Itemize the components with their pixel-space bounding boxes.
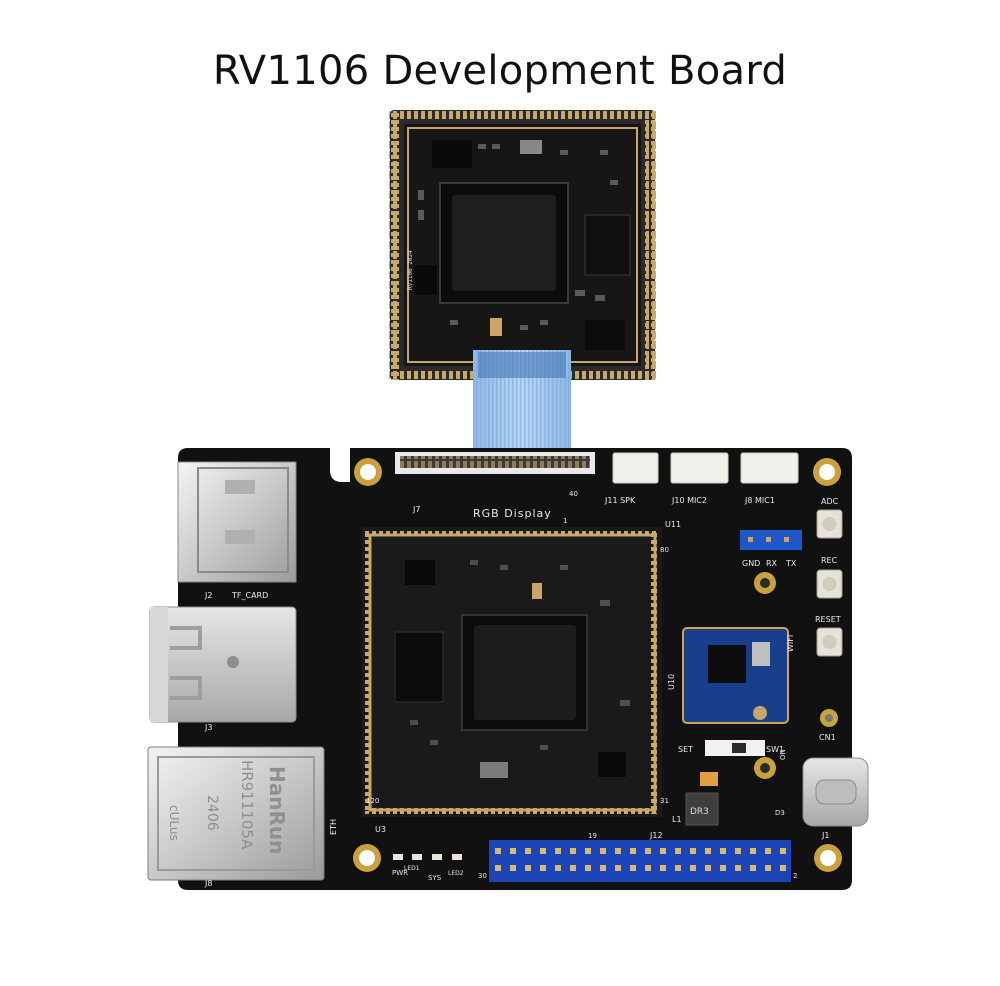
page-title: RV1106 Development Board bbox=[212, 48, 788, 94]
gpio-pin-header bbox=[495, 848, 786, 871]
gpio-pin bbox=[690, 848, 696, 854]
uart-gnd-label: GND bbox=[742, 559, 760, 568]
pwr-led-label: PWR bbox=[392, 869, 408, 877]
gpio-pin bbox=[630, 865, 636, 871]
rj45-brand: HanRun bbox=[265, 766, 289, 854]
gpio-pin bbox=[495, 848, 501, 854]
gpio-pin bbox=[675, 848, 681, 854]
u10-label: U10 bbox=[667, 674, 676, 690]
gpio-pin bbox=[555, 848, 561, 854]
pin-40-label: 40 bbox=[569, 490, 578, 498]
uart-rx-label: RX bbox=[766, 559, 778, 568]
gpio-pin bbox=[585, 865, 591, 871]
gpio-pin bbox=[630, 848, 636, 854]
gpio-pin bbox=[555, 865, 561, 871]
j3-label: J3 bbox=[204, 723, 212, 732]
core-module: RV1106 2024 bbox=[389, 109, 656, 381]
pin-2-label: 2 bbox=[793, 872, 797, 880]
gpio-pin bbox=[570, 848, 576, 854]
dr3-label: DR3 bbox=[690, 807, 709, 817]
gpio-pin bbox=[750, 848, 756, 854]
gpio-pin bbox=[645, 848, 651, 854]
sys-led-label: SYS bbox=[428, 874, 442, 882]
rj45-model: HR911105A bbox=[238, 760, 256, 850]
gpio-pin bbox=[735, 848, 741, 854]
d3-label: D3 bbox=[775, 809, 785, 817]
set-label: SET bbox=[678, 745, 693, 754]
pin-30-label: 30 bbox=[478, 872, 487, 880]
gpio-pin bbox=[660, 848, 666, 854]
pin-31-label: 31 bbox=[660, 797, 669, 805]
rgb-display-label: RGB Display bbox=[473, 507, 552, 520]
gpio-pin bbox=[570, 865, 576, 871]
gpio-pin bbox=[540, 848, 546, 854]
gpio-pin bbox=[585, 848, 591, 854]
gpio-pin bbox=[705, 848, 711, 854]
led2-label: LED2 bbox=[448, 870, 464, 877]
reset-button-label: RESET bbox=[815, 615, 841, 624]
adc-button-label: ADC bbox=[821, 497, 839, 506]
gpio-pin bbox=[510, 865, 516, 871]
pin-1-label: 1 bbox=[563, 517, 567, 525]
sw1-label: SW1 bbox=[766, 745, 784, 754]
u3-label: U3 bbox=[375, 825, 386, 834]
j11-spk-label: J11 SPK bbox=[604, 496, 636, 505]
eth-label: ETH bbox=[329, 819, 338, 835]
gpio-pin bbox=[525, 848, 531, 854]
gpio-pin bbox=[765, 865, 771, 871]
gpio-pin bbox=[765, 848, 771, 854]
u11-label: U11 bbox=[665, 520, 681, 529]
gpio-pin bbox=[615, 865, 621, 871]
on-label: ON bbox=[779, 749, 787, 760]
gpio-pin bbox=[780, 865, 786, 871]
gpio-pin bbox=[690, 865, 696, 871]
gpio-pin bbox=[735, 865, 741, 871]
cn1-label: CN1 bbox=[819, 733, 836, 742]
gpio-pin bbox=[495, 865, 501, 871]
gpio-pin bbox=[525, 865, 531, 871]
tf-card-label: TF_CARD bbox=[231, 591, 268, 600]
gpio-pin bbox=[510, 848, 516, 854]
j10-mic2-label: J10 MIC2 bbox=[671, 496, 707, 505]
gpio-pin bbox=[645, 865, 651, 871]
gpio-pin bbox=[600, 848, 606, 854]
gpio-pin bbox=[705, 865, 711, 871]
gpio-pin bbox=[780, 848, 786, 854]
wifi-label: WIFI bbox=[786, 635, 795, 652]
gpio-pin bbox=[720, 848, 726, 854]
gpio-pin bbox=[600, 865, 606, 871]
l1-label: L1 bbox=[672, 815, 682, 824]
j7-label: J7 bbox=[412, 505, 420, 514]
j12-label: J12 bbox=[649, 831, 663, 840]
uart-tx-label: TX bbox=[785, 559, 797, 568]
carrier-board bbox=[147, 448, 869, 890]
gpio-pin bbox=[675, 865, 681, 871]
gpio-pin bbox=[540, 865, 546, 871]
led1-label: LED1 bbox=[404, 865, 420, 872]
j1-label: J1 bbox=[821, 831, 829, 840]
pin-19-label: 19 bbox=[588, 832, 597, 840]
pin-80-label: 80 bbox=[660, 546, 669, 554]
j8-label: J8 bbox=[204, 879, 212, 888]
gpio-pin bbox=[720, 865, 726, 871]
rec-button-label: REC bbox=[821, 556, 838, 565]
rj45-cert: cULus bbox=[167, 805, 181, 841]
gpio-pin bbox=[750, 865, 756, 871]
j8-mic1-label: J8 MIC1 bbox=[744, 496, 775, 505]
module-print-text: RV1106 2024 bbox=[407, 250, 414, 290]
j2-label: J2 bbox=[204, 591, 212, 600]
gpio-pin bbox=[660, 865, 666, 871]
rj45-code: 2406 bbox=[204, 795, 220, 831]
pin-120-label: 120 bbox=[366, 797, 379, 805]
gpio-pin bbox=[615, 848, 621, 854]
